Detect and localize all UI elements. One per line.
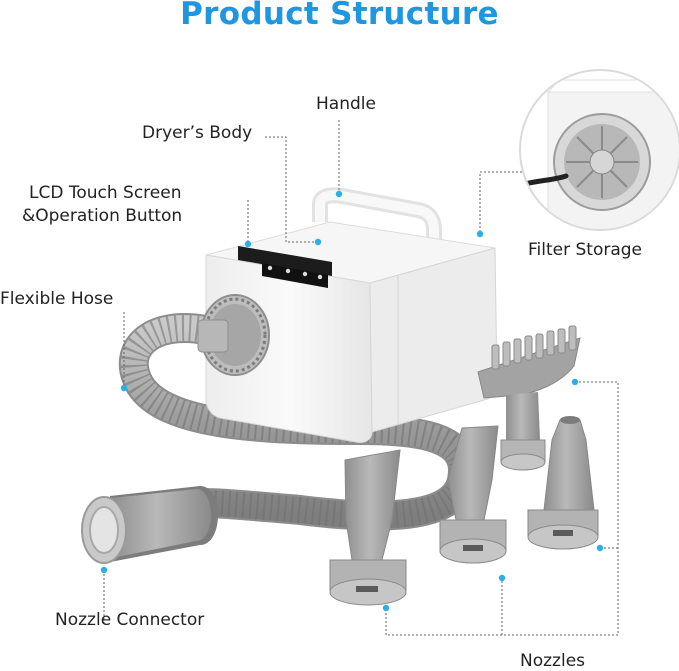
- round-nozzle-part: [527, 416, 599, 550]
- callout-dot-connector: [100, 566, 108, 574]
- flat-nozzle-left-part: [329, 449, 407, 606]
- label-flexible-hose: Flexible Hose: [0, 289, 114, 309]
- leader-lines: [103, 120, 619, 636]
- label-nozzle-connector: Nozzle Connector: [55, 610, 205, 630]
- label-dryer-body: Dryer’s Body: [142, 123, 253, 143]
- callout-dot-round-nozzle: [596, 544, 604, 552]
- flat-nozzle-middle-part: [439, 425, 507, 564]
- flexible-hose: [118, 313, 478, 531]
- callout-dots: [100, 190, 604, 612]
- callout-dot-flat-nozzle-middle: [498, 574, 506, 582]
- nozzle-connector-part: [81, 486, 218, 564]
- page-title: Product Structure: [180, 0, 499, 32]
- label-filter-storage: Filter Storage: [528, 240, 643, 260]
- callout-dot-lcd: [244, 240, 252, 248]
- callout-dot-body: [314, 238, 322, 246]
- dryer-body-part: [197, 187, 498, 443]
- label-nozzles: Nozzles: [520, 651, 586, 671]
- callout-dot-filter: [476, 230, 484, 238]
- label-handle: Handle: [316, 94, 376, 114]
- callout-dot-handle: [335, 190, 343, 198]
- label-lcd-line1: LCD Touch Screen: [29, 183, 182, 203]
- filter-storage-inset: [519, 69, 679, 231]
- callout-dot-comb: [571, 378, 579, 386]
- comb-nozzle-part: [477, 325, 581, 471]
- label-lcd-line2: &Operation Button: [22, 206, 183, 226]
- callout-dot-flat-nozzle-left: [382, 604, 390, 612]
- callout-dot-hose: [120, 384, 128, 392]
